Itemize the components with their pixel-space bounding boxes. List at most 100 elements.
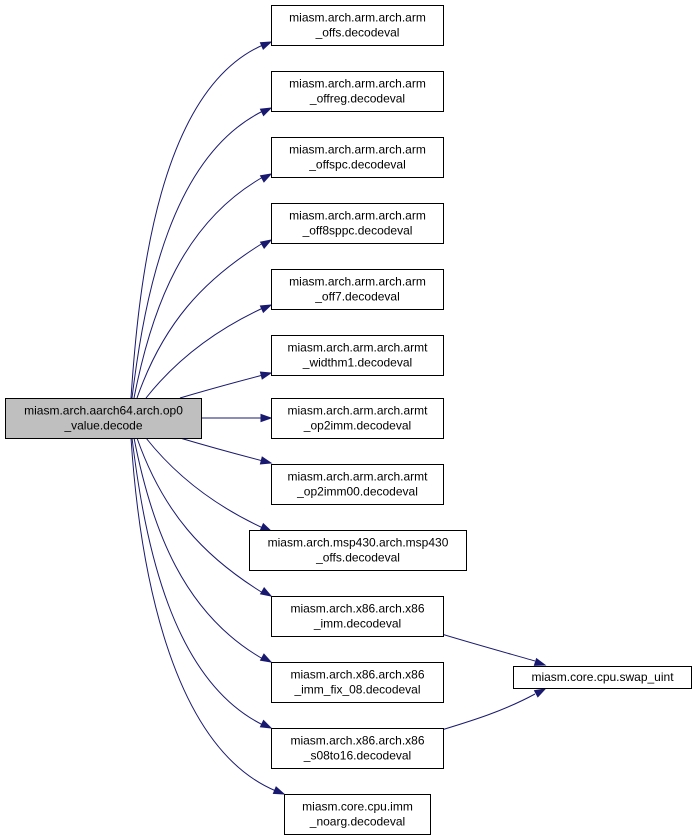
edge-line	[133, 176, 264, 399]
node-label-line: miasm.arch.msp430.arch.msp430	[268, 536, 449, 550]
edge-root-to-n8	[179, 437, 273, 465]
node-label-line: _offreg.decodeval	[309, 92, 405, 106]
edge-root-to-n5	[145, 304, 273, 399]
node-box[interactable]	[271, 728, 444, 769]
node-label-line: _op2imm00.decodeval	[296, 485, 418, 499]
node-label-line: miasm.arch.arm.arch.armt	[287, 404, 428, 418]
graph-node-n7[interactable]: miasm.arch.arm.arch.armt_op2imm.decodeva…	[271, 398, 444, 439]
node-box[interactable]	[271, 71, 444, 112]
node-label-line: miasm.arch.x86.arch.x86	[290, 602, 424, 616]
edge-line	[133, 437, 264, 660]
arrowhead-icon	[259, 371, 273, 380]
node-label-line: _offs.decodeval	[315, 26, 400, 40]
node-label-line: _value.decode	[63, 419, 142, 433]
node-label-line: miasm.arch.arm.arch.armt	[287, 341, 428, 355]
arrowhead-icon	[259, 304, 273, 314]
graph-node-n8[interactable]: miasm.arch.arm.arch.armt_op2imm00.decode…	[271, 464, 444, 505]
node-label-line: miasm.arch.arm.arch.arm	[289, 209, 426, 223]
edge-line	[179, 374, 264, 399]
node-box[interactable]	[271, 5, 444, 46]
node-label-line: _off8sppc.decodeval	[302, 224, 413, 238]
arrowhead-icon	[259, 587, 273, 597]
edge-root-to-n6	[179, 371, 273, 399]
edge-line	[130, 437, 277, 792]
node-box[interactable]	[271, 203, 444, 244]
node-label-line: _offspc.decodeval	[308, 158, 406, 172]
arrowhead-icon	[259, 173, 273, 183]
arrowhead-icon	[259, 456, 273, 465]
node-label-line: miasm.arch.aarch64.arch.op0	[24, 404, 183, 418]
edge-line	[434, 693, 536, 733]
node-box[interactable]	[271, 269, 444, 310]
edge-root-to-n10	[136, 437, 273, 597]
edge-root-to-n9	[145, 437, 273, 532]
arrowhead-icon	[533, 688, 547, 698]
graph-node-n9[interactable]: miasm.arch.msp430.arch.msp430_offs.decod…	[249, 530, 467, 571]
edges-layer	[130, 41, 547, 795]
edge-n10-to-swap	[434, 631, 547, 666]
node-label-line: _noarg.decodeval	[309, 815, 405, 829]
node-box[interactable]	[271, 662, 444, 703]
node-label-line: miasm.arch.x86.arch.x86	[290, 734, 424, 748]
graph-node-swap[interactable]: miasm.core.cpu.swap_uint	[513, 666, 692, 689]
edge-line	[179, 437, 264, 462]
edge-root-to-n2	[131, 107, 273, 399]
node-box[interactable]	[284, 794, 431, 835]
node-label-line: miasm.arch.arm.arch.arm	[289, 143, 426, 157]
arrowhead-icon	[259, 41, 273, 51]
node-label-line: miasm.arch.arm.arch.arm	[289, 275, 426, 289]
node-box[interactable]	[271, 464, 444, 505]
edge-root-to-n7	[201, 413, 273, 423]
graph-node-n1[interactable]: miasm.arch.arm.arch.arm_offs.decodeval	[271, 5, 444, 46]
graph-node-n11[interactable]: miasm.arch.x86.arch.x86_imm_fix_08.decod…	[271, 662, 444, 703]
edge-line	[136, 242, 264, 399]
edge-root-to-n1	[130, 41, 273, 399]
edge-root-to-n4	[136, 239, 273, 399]
graph-node-n13[interactable]: miasm.core.cpu.imm_noarg.decodeval	[284, 794, 431, 835]
node-label-line: miasm.core.cpu.imm	[302, 800, 413, 814]
node-box[interactable]	[271, 137, 444, 178]
node-box[interactable]	[271, 596, 444, 637]
node-label-line: miasm.arch.arm.arch.arm	[289, 77, 426, 91]
arrowhead-icon	[272, 786, 286, 795]
nodes-layer: miasm.arch.aarch64.arch.op0_value.decode…	[5, 5, 692, 835]
arrowhead-icon	[259, 522, 273, 532]
arrowhead-icon	[533, 657, 547, 666]
node-box[interactable]	[271, 335, 444, 376]
node-label-line: miasm.core.cpu.swap_uint	[531, 670, 674, 684]
graph-node-n5[interactable]: miasm.arch.arm.arch.arm_off7.decodeval	[271, 269, 444, 310]
graph-node-n4[interactable]: miasm.arch.arm.arch.arm_off8sppc.decodev…	[271, 203, 444, 244]
edge-line	[145, 437, 264, 529]
edge-line	[136, 437, 264, 594]
edge-n12-to-swap	[434, 688, 547, 733]
edge-line	[131, 437, 264, 726]
edge-root-to-n12	[131, 437, 273, 729]
edge-line	[434, 631, 536, 662]
edge-line	[131, 110, 264, 399]
node-box[interactable]	[249, 530, 467, 571]
edge-root-to-n13	[130, 437, 286, 795]
edge-line	[130, 44, 264, 399]
node-label-line: miasm.arch.x86.arch.x86	[290, 668, 424, 682]
arrowhead-icon	[259, 107, 273, 117]
graph-node-n2[interactable]: miasm.arch.arm.arch.arm_offreg.decodeval	[271, 71, 444, 112]
node-box[interactable]	[5, 398, 202, 439]
arrowhead-icon	[260, 413, 273, 423]
node-label-line: miasm.arch.arm.arch.arm	[289, 11, 426, 25]
node-label-line: _off7.decodeval	[314, 290, 400, 304]
node-box[interactable]	[513, 666, 692, 689]
arrowhead-icon	[259, 239, 273, 249]
graph-node-n12[interactable]: miasm.arch.x86.arch.x86_s08to16.decodeva…	[271, 728, 444, 769]
graph-node-n10[interactable]: miasm.arch.x86.arch.x86_imm.decodeval	[271, 596, 444, 637]
graph-node-n6[interactable]: miasm.arch.arm.arch.armt_widthm1.decodev…	[271, 335, 444, 376]
edge-line	[145, 307, 264, 399]
graph-node-n3[interactable]: miasm.arch.arm.arch.arm_offspc.decodeval	[271, 137, 444, 178]
node-box[interactable]	[271, 398, 444, 439]
node-label-line: _offs.decodeval	[315, 551, 400, 565]
node-label-line: _imm_fix_08.decodeval	[293, 683, 420, 697]
node-label-line: _imm.decodeval	[313, 617, 401, 631]
edge-root-to-n3	[133, 173, 273, 399]
node-label-line: miasm.arch.arm.arch.armt	[287, 470, 428, 484]
root-node[interactable]: miasm.arch.aarch64.arch.op0_value.decode	[5, 398, 202, 439]
